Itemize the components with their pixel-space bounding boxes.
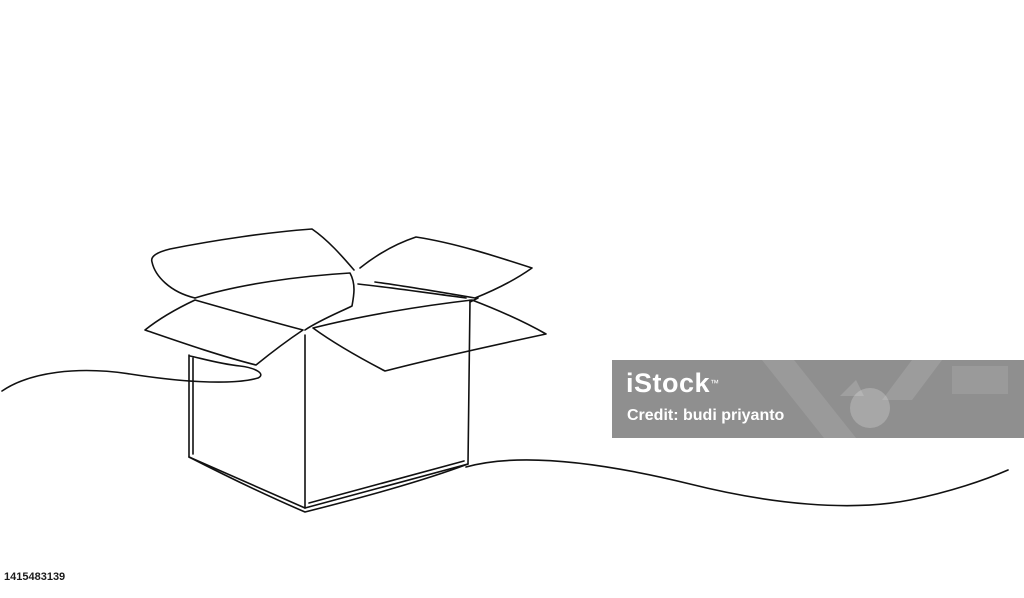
box-flap-front-left: [144, 299, 304, 366]
box-flap-front-right: [312, 299, 547, 372]
box-flap-back-left: [150, 228, 355, 299]
box-flap-back-right: [359, 236, 533, 299]
ground-line-right: [465, 459, 1009, 507]
box-front-left-face: [188, 334, 306, 509]
box-front-right-inner: [308, 460, 465, 504]
istock-logo-text: iStock: [626, 368, 711, 398]
image-id-label: 1415483139: [0, 569, 70, 586]
watermark-background-shapes: [762, 360, 1008, 438]
stock-watermark-banner: iStock™ Credit: budi priyanto: [612, 360, 1024, 438]
photographer-credit: Credit: budi priyanto: [627, 407, 785, 424]
box-front-right-face: [304, 299, 471, 509]
istock-logo: iStock™: [626, 368, 720, 398]
trademark-mark: ™: [710, 378, 720, 388]
box-inner-edge: [469, 297, 479, 303]
box-rim-back-right: [357, 283, 467, 299]
box-bottom-edge: [188, 456, 469, 513]
ground-line-left: [1, 355, 262, 392]
box-rim-back: [194, 272, 355, 331]
